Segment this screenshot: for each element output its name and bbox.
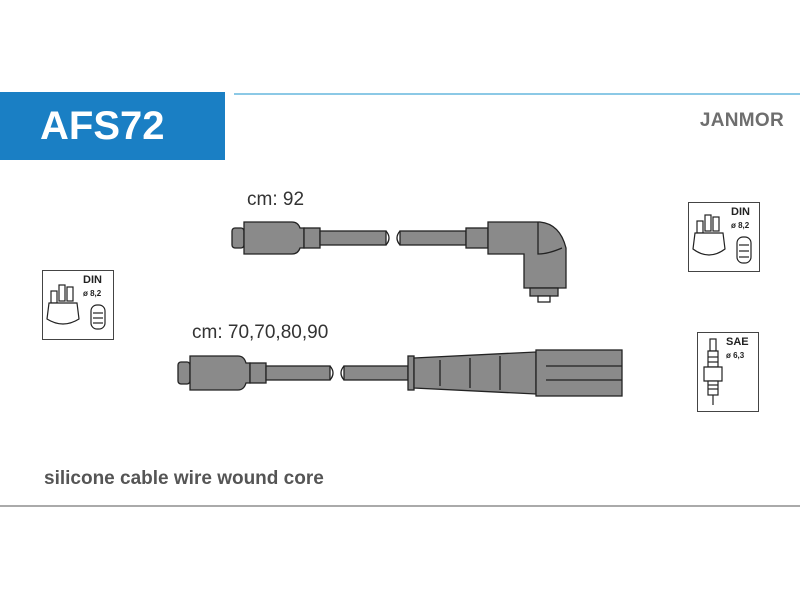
distributor-connector-left-box: DIN ø 8,2 — [42, 270, 114, 340]
spark-plug-icon — [703, 338, 723, 405]
cable-1-angled-boot — [487, 221, 567, 289]
cable-2-length-label: cm: 70,70,80,90 — [192, 322, 329, 343]
product-code-badge: AFS72 — [0, 92, 225, 160]
cable-2-plug-boot-head — [535, 349, 623, 397]
cable-2-wire-b — [343, 365, 409, 381]
distributor-cap-icon — [692, 214, 752, 264]
cable-1-wire-a — [319, 230, 387, 246]
distributor-left-standard: DIN — [83, 274, 102, 286]
cable-1-illustration — [231, 221, 567, 303]
cable-2-illustration — [177, 349, 623, 397]
cable-2-collar — [407, 355, 415, 391]
cable-1-terminal-right — [529, 287, 559, 297]
brand-name: JANMOR — [699, 110, 784, 131]
cable-1-boot-left — [243, 221, 305, 255]
product-description: silicone cable wire wound core — [44, 468, 324, 489]
cable-2-terminal-left — [177, 361, 191, 385]
cable-1-sleeve-left — [303, 227, 321, 249]
spark-plug-connector-box: SAE ø 6,3 — [697, 332, 759, 412]
spark-plug-standard: SAE — [726, 336, 749, 348]
distributor-right-diameter: ø 8,2 — [731, 221, 750, 230]
cable-2-sleeve-left — [249, 362, 267, 384]
cable-1-terminal-left — [231, 227, 245, 249]
cable-2-plug-boot-taper — [413, 351, 537, 395]
distributor-cap-icon — [46, 284, 106, 330]
cable-2-boot-left — [189, 355, 251, 391]
cable-1-length-label: cm: 92 — [247, 189, 305, 210]
distributor-right-standard: DIN — [731, 206, 750, 218]
cable-1-sleeve-right — [465, 227, 489, 249]
distributor-left-diameter: ø 8,2 — [83, 289, 102, 298]
cable-2-wire-a — [265, 365, 331, 381]
distributor-connector-right-box: DIN ø 8,2 — [688, 202, 760, 272]
cable-1-wire-b — [399, 230, 467, 246]
footer-divider — [0, 505, 800, 507]
product-code: AFS72 — [40, 104, 165, 148]
header-divider — [234, 93, 800, 95]
spark-plug-diameter: ø 6,3 — [726, 351, 745, 360]
